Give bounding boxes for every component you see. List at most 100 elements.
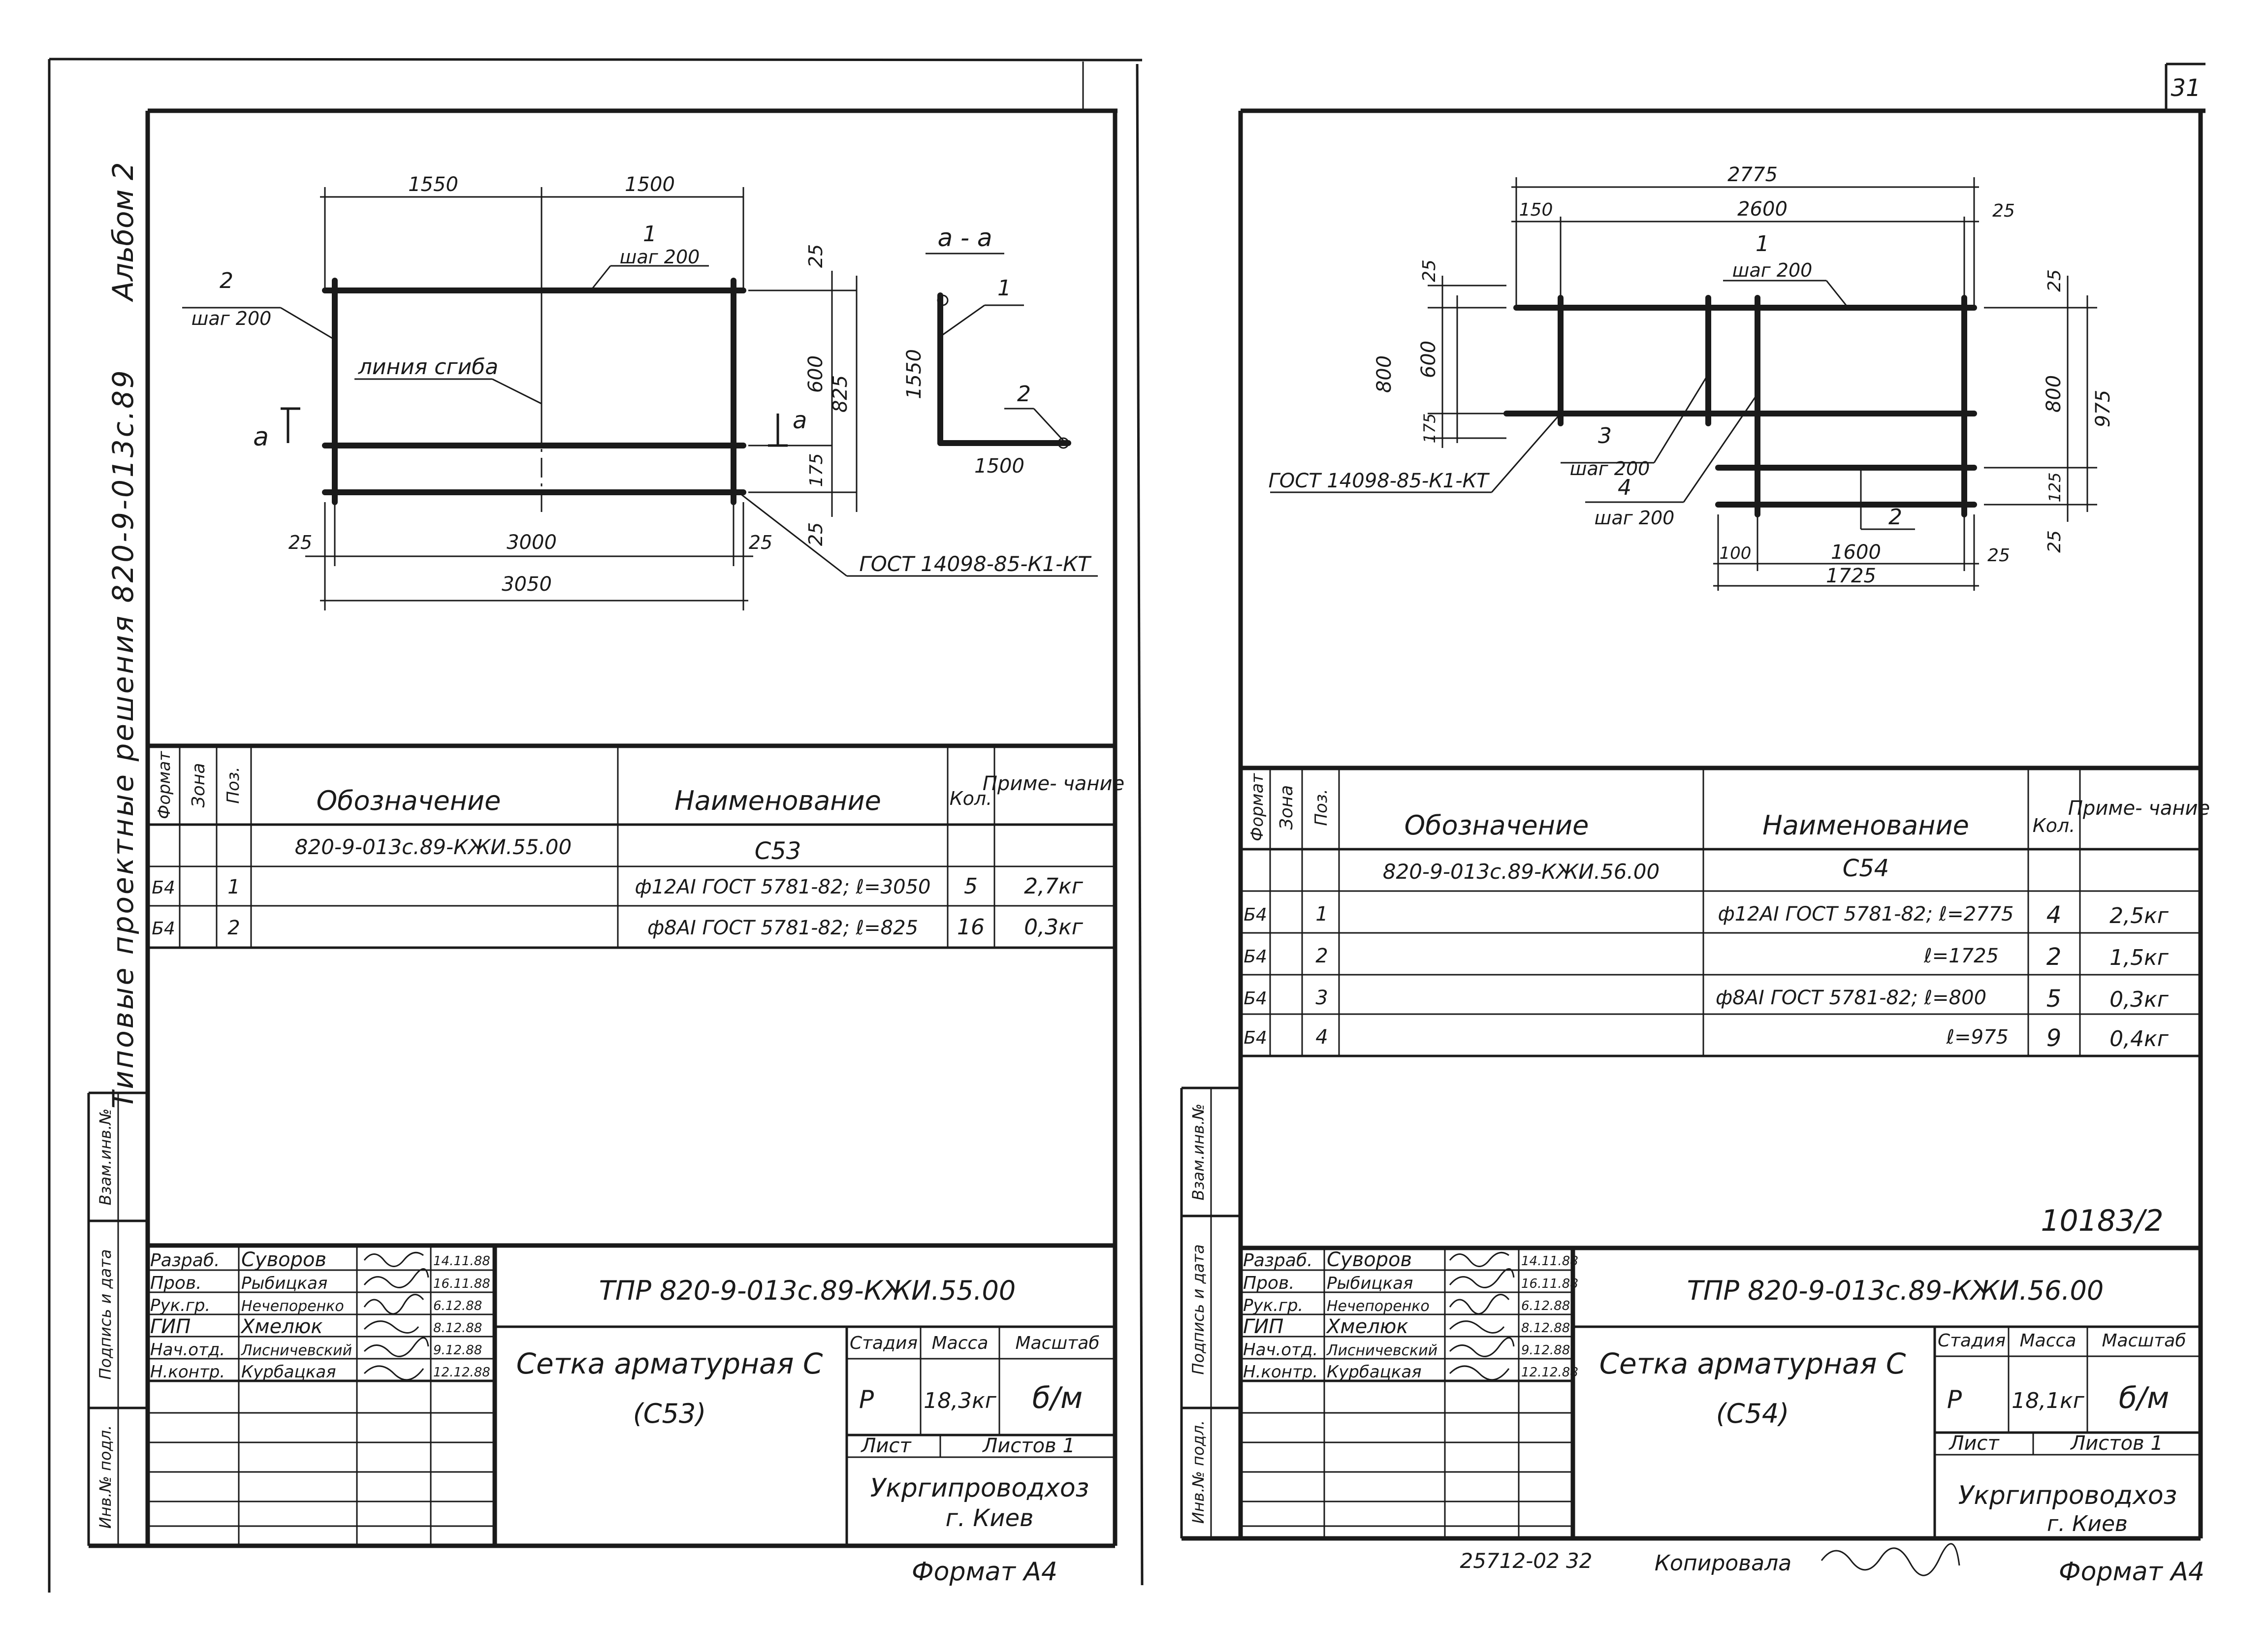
right-dim-1725: 1725 bbox=[1826, 565, 1876, 587]
r-row1-qty: 4 bbox=[2046, 901, 2062, 929]
row1-note: 2,7кг bbox=[1024, 874, 1084, 899]
person-3: Хмелюк bbox=[240, 1315, 323, 1338]
left-section-a-a: а - а 1 2 1550 1500 bbox=[903, 223, 1071, 478]
right-doc-code: ТПР 820-9-013с.89-КЖИ.56.00 bbox=[1687, 1275, 2104, 1306]
section-pos-1: 1 bbox=[997, 276, 1011, 301]
dim-25-top: 25 bbox=[1992, 201, 2015, 221]
r-row1-pos: 1 bbox=[1315, 903, 1328, 926]
row1-pos: 1 bbox=[227, 876, 240, 898]
r-hdr-designation: Обозначение bbox=[1405, 810, 1589, 841]
role-0: Разраб. bbox=[150, 1250, 220, 1271]
right-people-rows: Разраб. Суворов 14.11.88 Пров. Рыбицкая … bbox=[1243, 1248, 1578, 1382]
footer-number: 25712-02 32 bbox=[1460, 1549, 1592, 1573]
right-pos-3-step: шаг 200 bbox=[1570, 458, 1650, 479]
r-hdr-note: Приме- чание bbox=[2068, 797, 2210, 820]
person-4: Лисничевский bbox=[241, 1342, 352, 1359]
r-role-3: ГИП bbox=[1243, 1315, 1283, 1338]
r-person-1: Рыбицкая bbox=[1327, 1274, 1413, 1293]
dim-3050: 3050 bbox=[502, 573, 552, 596]
dim-600: 600 bbox=[804, 355, 827, 393]
r-row4-name: ℓ=975 bbox=[1946, 1026, 2009, 1049]
role-2: Рук.гр. bbox=[150, 1296, 210, 1315]
section-pos-2: 2 bbox=[1017, 382, 1031, 407]
dim-3000: 3000 bbox=[507, 531, 557, 554]
r-row3-format: Б4 bbox=[1244, 989, 1267, 1009]
right-dim-1600: 1600 bbox=[1831, 541, 1881, 564]
right-stage-header: Стадия bbox=[1938, 1331, 2006, 1351]
left-mass-header: Масса bbox=[932, 1333, 989, 1353]
r-role-5: Н.контр. bbox=[1243, 1362, 1318, 1382]
album-label: Альбом 2 bbox=[106, 162, 140, 302]
date-1: 16.11.88 bbox=[433, 1277, 490, 1291]
left-people-rows: Разраб. Суворов 14.11.88 Пров. Рыбицкая … bbox=[150, 1248, 490, 1382]
right-pos-4-step: шаг 200 bbox=[1595, 507, 1675, 529]
right-city: г. Киев bbox=[2047, 1511, 2128, 1536]
r-role-4: Нач.отд. bbox=[1243, 1340, 1318, 1360]
r-row0-designation: 820-9-013с.89-КЖИ.56.00 bbox=[1383, 860, 1660, 884]
row2-pos: 2 bbox=[227, 917, 240, 939]
right-mass: 18,1кг bbox=[2012, 1388, 2085, 1413]
right-spec-table: Формат Зона Поз. Обозначение Наименовани… bbox=[1241, 766, 2210, 1057]
person-5: Курбацкая bbox=[241, 1362, 336, 1382]
right-scale: б/м bbox=[2119, 1381, 2169, 1415]
r-person-3: Хмелюк bbox=[1326, 1315, 1408, 1338]
pos-2-step: шаг 200 bbox=[192, 308, 272, 329]
left-doc-code: ТПР 820-9-013с.89-КЖИ.55.00 bbox=[599, 1275, 1016, 1306]
left-mesh-plan: 1550 1500 25 3000 25 3050 25 600 825 175… bbox=[182, 173, 1098, 610]
r-row3-qty: 5 bbox=[2046, 985, 2062, 1013]
r-row3-note: 0,3кг bbox=[2109, 987, 2169, 1012]
right-product-code: (С54) bbox=[1716, 1398, 1789, 1429]
r-row1-format: Б4 bbox=[1244, 905, 1267, 925]
right-title-block: Разраб. Суворов 14.11.88 Пров. Рыбицкая … bbox=[1241, 1245, 2201, 1538]
footer-copied: Копировала bbox=[1655, 1551, 1791, 1576]
hdr-designation: Обозначение bbox=[317, 785, 501, 816]
left-sheets-header: Листов 1 bbox=[982, 1435, 1075, 1457]
pos-2-label: 2 bbox=[220, 268, 233, 293]
left-signatures bbox=[363, 1251, 429, 1381]
r-row1-name: ф12АI ГОСТ 5781-82; ℓ=2775 bbox=[1718, 903, 2014, 926]
date-4: 9.12.88 bbox=[433, 1343, 482, 1358]
person-1: Рыбицкая bbox=[241, 1274, 327, 1293]
role-1: Пров. bbox=[150, 1273, 202, 1293]
left-sheet-header: Лист bbox=[860, 1435, 912, 1457]
person-0: Суворов bbox=[241, 1248, 326, 1271]
dim-25-top-right: 25 bbox=[805, 244, 827, 268]
dim-1500: 1500 bbox=[625, 173, 675, 196]
role-4: Нач.отд. bbox=[150, 1340, 225, 1360]
r-row3-pos: 3 bbox=[1315, 987, 1328, 1009]
row2-note: 0,3кг bbox=[1024, 915, 1084, 940]
right-dim-600: 600 bbox=[1417, 341, 1440, 378]
row1-qty: 5 bbox=[964, 874, 978, 899]
right-signatures bbox=[1449, 1251, 1515, 1381]
row1-name: ф12АI ГОСТ 5781-82; ℓ=3050 bbox=[635, 876, 931, 898]
left-stage: Р bbox=[859, 1385, 874, 1414]
left-scale: б/м bbox=[1032, 1381, 1083, 1415]
right-sheets-header: Листов 1 bbox=[2070, 1432, 2163, 1455]
cut-a-right: а bbox=[793, 407, 807, 434]
r-hdr-zone: Зона bbox=[1277, 785, 1297, 830]
archive-number: 10183/2 bbox=[2041, 1204, 2163, 1238]
r-role-1: Пров. bbox=[1243, 1273, 1295, 1293]
bend-line-label: линия сгиба bbox=[358, 354, 499, 380]
hdr-zone: Зона bbox=[189, 763, 209, 808]
right-dim-25-rb: 25 bbox=[2044, 530, 2065, 553]
series-title: Типовые проектные решения 820-9-013с.89 bbox=[106, 368, 140, 1109]
dim-1550: 1550 bbox=[408, 173, 458, 196]
right-pos-3: 3 bbox=[1598, 423, 1612, 448]
r-date-0: 14.11.88 bbox=[1521, 1254, 1578, 1269]
right-dim-800-r: 800 bbox=[2043, 375, 2065, 413]
hdr-qty: Кол. bbox=[950, 788, 992, 809]
right-format: Формат А4 bbox=[2059, 1557, 2204, 1587]
r-hdr-name: Наименование bbox=[1762, 810, 1969, 841]
person-2: Нечепоренко bbox=[241, 1298, 344, 1315]
right-mass-header: Масса bbox=[2020, 1331, 2076, 1351]
left-product-code: (С53) bbox=[633, 1398, 706, 1429]
pos-1-step: шаг 200 bbox=[620, 246, 700, 268]
right-dim-25-b: 25 bbox=[1987, 545, 2010, 566]
r-stamp-podpis: Подпись и дата bbox=[1189, 1244, 1208, 1374]
gost-weld-right: ГОСТ 14098-85-К1-КТ bbox=[1269, 470, 1491, 492]
r-row4-pos: 4 bbox=[1315, 1026, 1328, 1049]
gost-weld-left: ГОСТ 14098-85-К1-КТ bbox=[859, 552, 1092, 576]
left-product-name: Сетка арматурная С bbox=[516, 1347, 823, 1380]
